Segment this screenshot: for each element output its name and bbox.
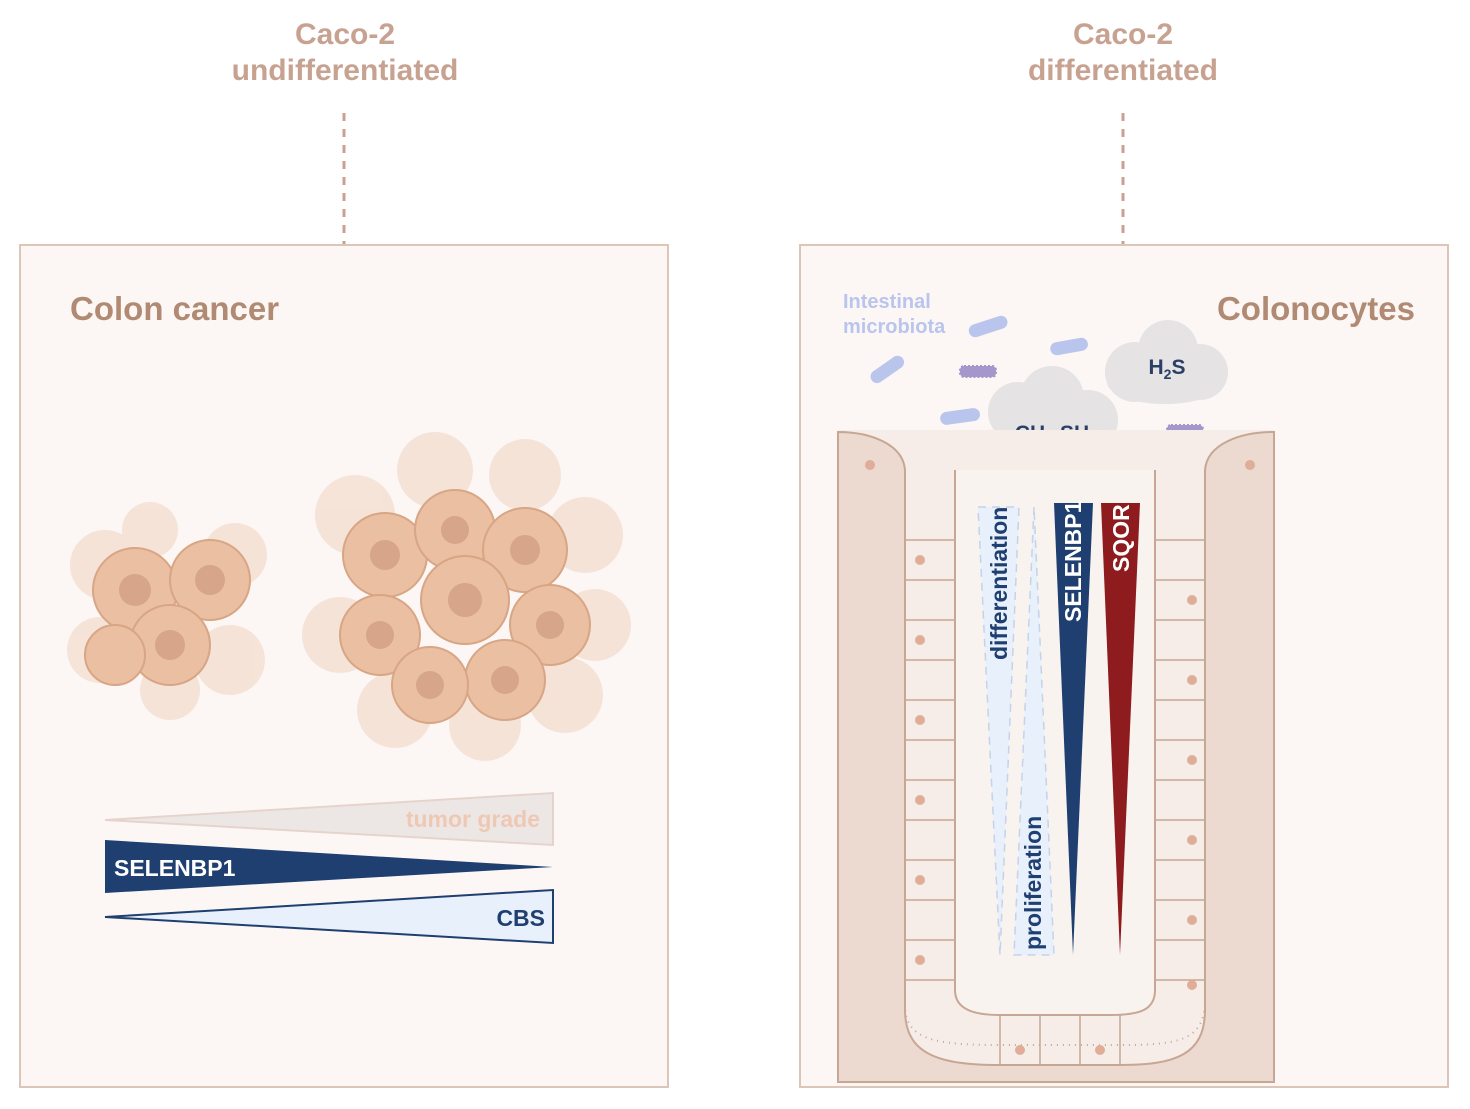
left-header-line2: undifferentiated [232, 54, 459, 87]
right-selenbp1-label: SELENBP1 [1060, 500, 1086, 622]
differentiation-label: differentiation [986, 507, 1012, 660]
h2s-cloud: H2S [1105, 320, 1228, 404]
differentiation-wedge: differentiation [977, 506, 1020, 956]
microbiota-label-line1: Intestinal [843, 291, 931, 313]
left-header: Caco-2 undifferentiated [232, 18, 459, 87]
sqor-label: SQOR [1108, 504, 1134, 572]
right-header-line1: Caco-2 [1073, 18, 1173, 51]
right-header: Caco-2 differentiated [1028, 18, 1218, 87]
small-cell-cluster [67, 502, 267, 720]
proliferation-wedge: proliferation [1013, 506, 1055, 956]
left-header-line1: Caco-2 [295, 18, 395, 51]
microbiota-label-line2: microbiota [843, 316, 946, 338]
sqor-wedge: SQOR [1101, 503, 1140, 955]
left-selenbp1-wedge: SELENBP1 [105, 840, 553, 893]
proliferation-label: proliferation [1020, 816, 1046, 950]
large-cell-cluster [302, 432, 631, 761]
tumor-grade-label: tumor grade [406, 806, 540, 832]
tumor-grade-wedge: tumor grade [104, 791, 554, 847]
left-selenbp1-label: SELENBP1 [114, 855, 236, 881]
bacterium-4 [940, 408, 980, 425]
right-selenbp1-wedge: SELENBP1 [1054, 500, 1093, 955]
left-panel-title: Colon cancer [70, 290, 279, 327]
bacterium-3 [870, 355, 905, 384]
cbs-wedge: CBS [104, 888, 554, 945]
bacterium-6 [959, 365, 997, 378]
cbs-label: CBS [496, 905, 545, 931]
right-panel-title: Colonocytes [1217, 290, 1415, 327]
right-header-line2: differentiated [1028, 54, 1218, 87]
bacterium-1 [968, 315, 1008, 338]
h2s-label: H2S [1149, 356, 1186, 382]
bacterium-2 [1050, 337, 1088, 356]
